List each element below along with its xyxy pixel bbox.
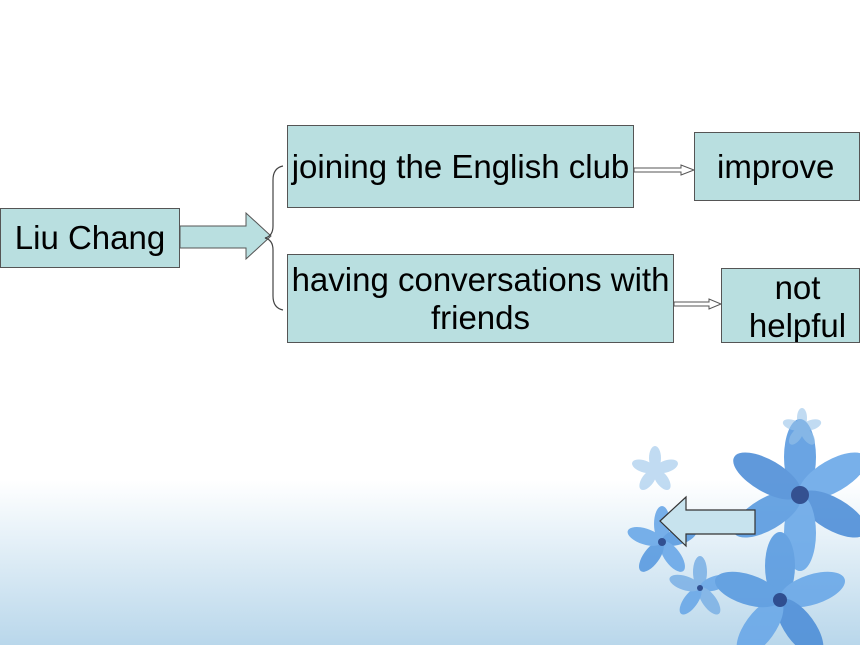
- blue-flower-icon: [627, 408, 860, 645]
- node-result-1: improve: [694, 132, 860, 201]
- node-result-1-label: improve: [717, 147, 835, 185]
- node-activity-2: having conversations with friends: [287, 254, 674, 343]
- node-result-2-label: not helpful: [748, 269, 847, 343]
- arrow-activity-1: [633, 164, 696, 176]
- background-gradient: [0, 480, 860, 645]
- back-arrow-icon[interactable]: [659, 495, 756, 548]
- node-activity-1: joining the English club: [287, 125, 634, 208]
- brace: [264, 165, 284, 311]
- node-activity-1-label: joining the English club: [291, 147, 630, 185]
- main-arrow: [179, 211, 272, 261]
- arrow-activity-2: [673, 298, 723, 310]
- node-result-2: not helpful: [721, 268, 860, 343]
- node-subject: Liu Chang: [0, 208, 180, 268]
- node-subject-label: Liu Chang: [14, 219, 166, 257]
- node-activity-2-label: having conversations with friends: [291, 260, 670, 336]
